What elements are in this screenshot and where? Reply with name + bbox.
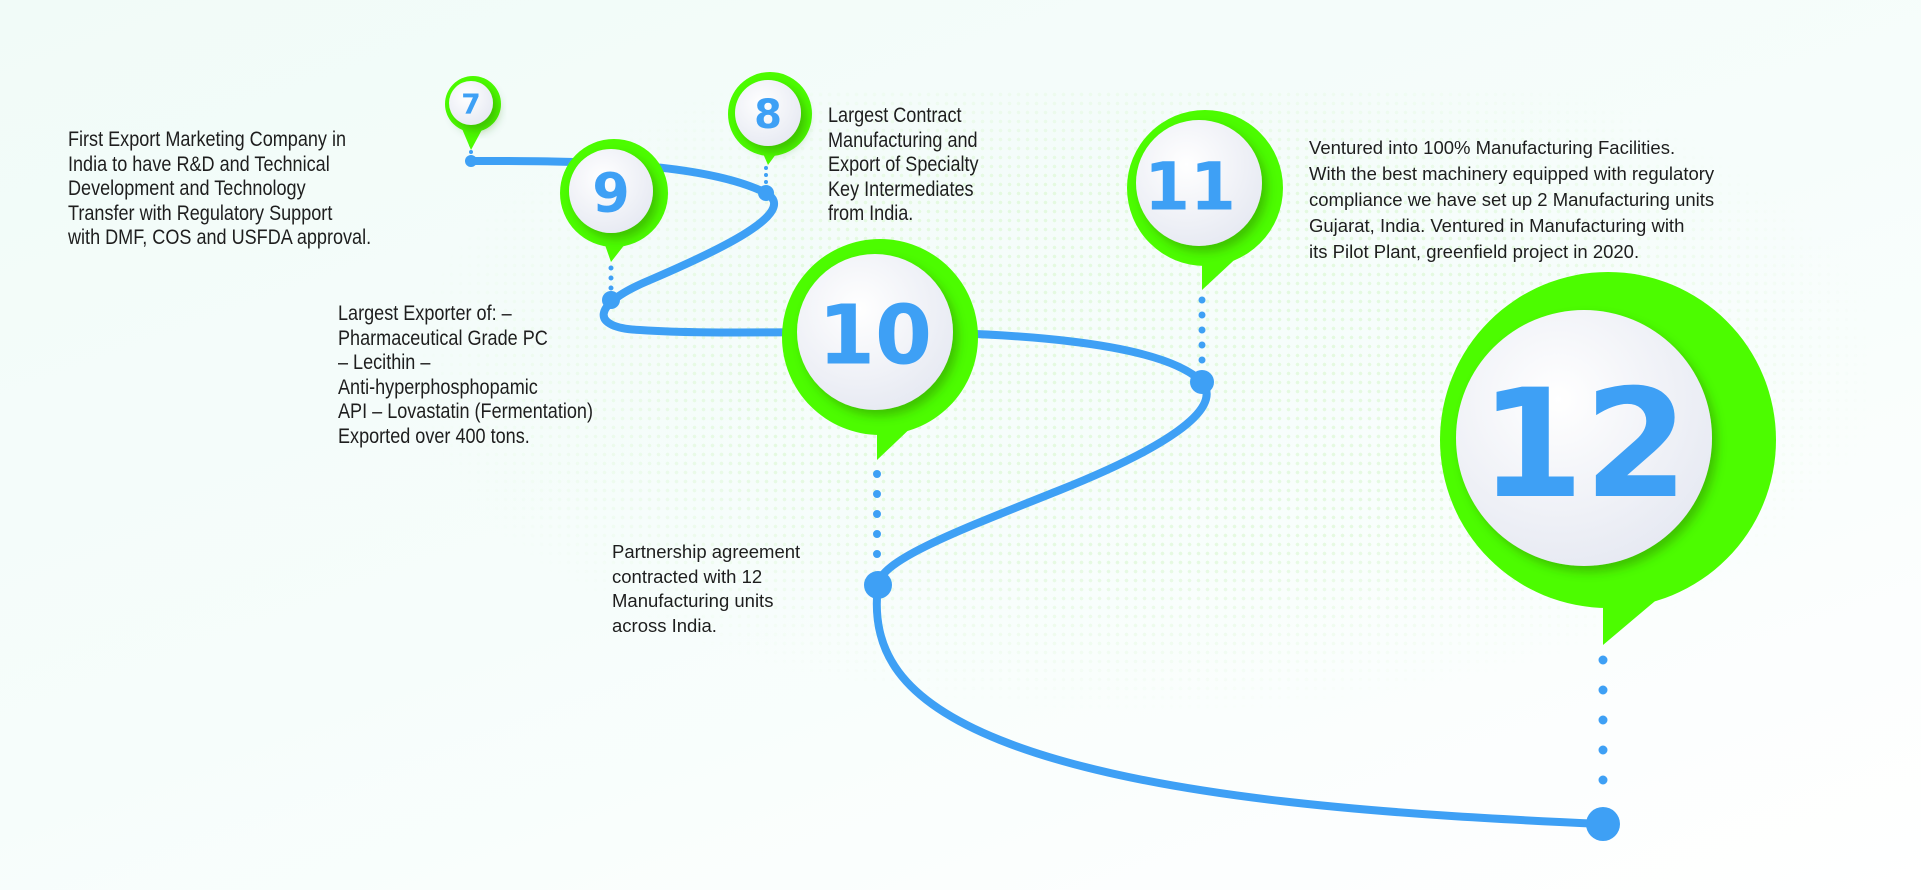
milestone-badge-9: 9 xyxy=(560,139,668,262)
milestone-9-text: Largest Exporter of: – Pharmaceutical Gr… xyxy=(338,302,593,448)
svg-text:11: 11 xyxy=(1144,149,1236,226)
milestone-badge-7: 7 xyxy=(445,76,501,150)
svg-text:12: 12 xyxy=(1480,358,1689,532)
timeline-path xyxy=(467,156,1607,828)
milestone-11-text: Ventured into 100% Manufacturing Facilit… xyxy=(1309,137,1715,262)
milestone-badge-8: 8 xyxy=(728,72,812,165)
milestone-10-text: Partnership agreement contracted with 12… xyxy=(612,541,801,636)
svg-text:10: 10 xyxy=(818,289,932,384)
svg-text:7: 7 xyxy=(461,88,480,121)
svg-text:9: 9 xyxy=(592,162,630,225)
milestone-7-text: First Export Marketing Company in India … xyxy=(68,128,372,249)
timeline-connectors xyxy=(465,155,1620,841)
milestone-badge-10: 10 xyxy=(782,239,978,460)
milestone-badge-12: 12 xyxy=(1440,272,1776,645)
dotted-leaders xyxy=(469,136,1608,805)
milestone-badge-11: 11 xyxy=(1127,110,1283,290)
svg-text:8: 8 xyxy=(754,92,782,138)
milestone-8-text: Largest Contract Manufacturing and Expor… xyxy=(828,104,979,225)
